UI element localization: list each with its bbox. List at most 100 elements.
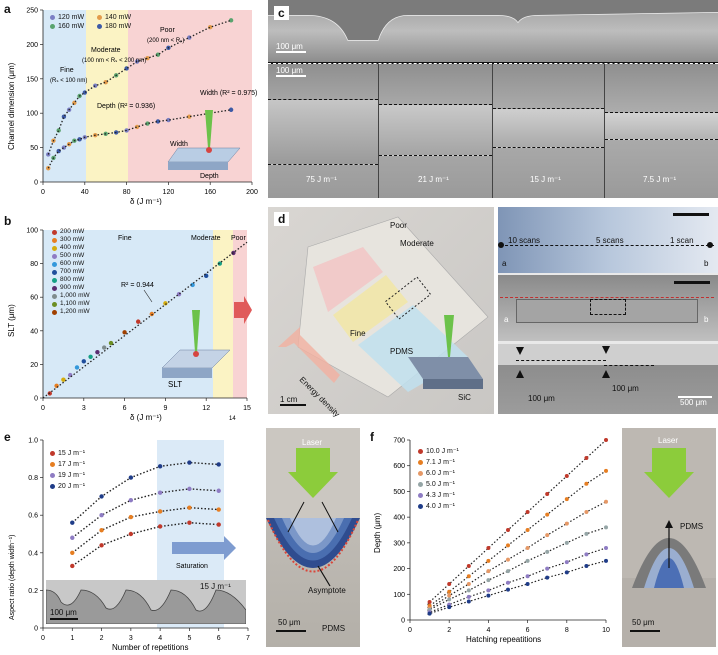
panel-d-sem: 10 scans 5 scans 1 scan a b a b 100 μm 1… [498, 207, 718, 414]
laser-arrow-e [288, 448, 338, 498]
data-point [228, 107, 234, 112]
saturation-label: Saturation [176, 563, 208, 570]
data-point [545, 533, 550, 538]
data-point [99, 513, 104, 518]
label-sic: SiC [458, 393, 471, 402]
data-point [447, 597, 452, 602]
x-tick: 10 [602, 627, 610, 634]
x-tick: 8 [565, 627, 569, 634]
legend-item: 900 mW [52, 284, 90, 292]
label-fine: Fine [350, 329, 366, 338]
legend-label: 1,100 mW [60, 300, 90, 307]
saturation-arrow [172, 536, 236, 560]
legend-item: 300 mW [52, 236, 90, 244]
data-point [190, 282, 195, 288]
legend-marker [50, 462, 55, 467]
series-line [427, 560, 607, 616]
inset-laser-b [192, 310, 200, 352]
legend-marker [52, 229, 57, 235]
legend-label: 10.0 J m⁻¹ [426, 448, 459, 455]
data-point [70, 535, 75, 540]
legend-label: 5.0 J m⁻¹ [426, 481, 455, 488]
x-tick: 5 [187, 635, 191, 642]
data-point [545, 512, 550, 517]
fit-line [47, 19, 232, 155]
inset-block [167, 147, 241, 163]
scale-d: 1 cm [280, 395, 306, 406]
data-point [128, 497, 134, 503]
inset-e-scale: 100 μm [50, 608, 77, 617]
data-point [145, 121, 150, 126]
data-point [128, 514, 134, 520]
y-tick: 100 [393, 592, 405, 599]
data-point [157, 524, 163, 529]
region-poor-label-b: Poor [231, 235, 246, 242]
data-point [187, 486, 192, 492]
x-tick: 15 [243, 405, 251, 412]
legend-marker [50, 451, 55, 456]
data-point [145, 55, 150, 61]
legend-label: 7.1 J m⁻¹ [426, 459, 455, 466]
x-tick: 0 [41, 189, 45, 196]
y-tick: 150 [26, 76, 38, 83]
data-point [157, 509, 163, 514]
x-tick: 4 [158, 635, 162, 642]
data-point [166, 117, 171, 123]
inset-laser [205, 110, 213, 148]
data-point [564, 570, 569, 575]
data-point [88, 354, 93, 359]
legend-marker [52, 245, 57, 251]
data-point [506, 557, 510, 562]
sem-top-profile [268, 0, 718, 41]
series-line [427, 501, 607, 611]
legend-item: 1,100 mW [52, 300, 90, 308]
data-point [525, 582, 530, 586]
data-point [506, 528, 510, 532]
data-point [128, 475, 134, 480]
data-point [108, 340, 114, 346]
data-point [70, 520, 75, 525]
axis-label-y-e: Aspect ratio (depth width⁻¹) [9, 535, 16, 620]
panel-f-photo: Laser PDMS 50 μm [622, 428, 716, 647]
sem-scans: 10 scans 5 scans 1 scan a b [498, 207, 718, 273]
legend-label: 400 mW [60, 244, 85, 251]
asymptote-label: Asymptote [308, 586, 346, 595]
data-point [208, 25, 213, 30]
caption-c-2: 21 J m⁻¹ [418, 175, 449, 184]
x-tick: 40 [81, 189, 89, 196]
data-point [466, 582, 471, 586]
inset-width: Width [170, 141, 188, 148]
y-tick: 200 [393, 566, 405, 573]
caption-c-3: 15 J m⁻¹ [530, 175, 561, 184]
data-point [584, 564, 589, 568]
data-point [447, 593, 452, 598]
legend-marker [52, 309, 57, 315]
label-5-scans: 5 scans [596, 236, 624, 245]
data-point [486, 558, 491, 563]
x-tick: 12 [202, 405, 210, 412]
legend-marker [52, 301, 57, 307]
chip-photo [278, 216, 489, 398]
legend-marker [418, 449, 423, 454]
legend-marker [52, 253, 57, 259]
data-point [99, 543, 104, 548]
panel-label-b: b [4, 214, 12, 228]
x-tick: 1 [70, 635, 74, 642]
sem-bottom: 100 μm 75 J m⁻¹ 21 J m⁻¹ 15 J m⁻¹ 7.5 J … [268, 64, 718, 198]
y-tick: 300 [393, 540, 405, 547]
y-tick: 0 [34, 626, 38, 633]
x-tick: 120 [163, 189, 175, 196]
scale-bottom: 100 μm [276, 66, 306, 77]
data-point [466, 594, 471, 599]
data-point [525, 546, 530, 550]
data-point [506, 543, 510, 548]
axis-label-y-b: SLT (μm) [7, 304, 16, 337]
x-tick: 3 [129, 635, 133, 642]
legend-label: 600 mW [60, 260, 85, 267]
panel-label-a: a [4, 2, 11, 16]
poor-arrow [234, 296, 252, 324]
